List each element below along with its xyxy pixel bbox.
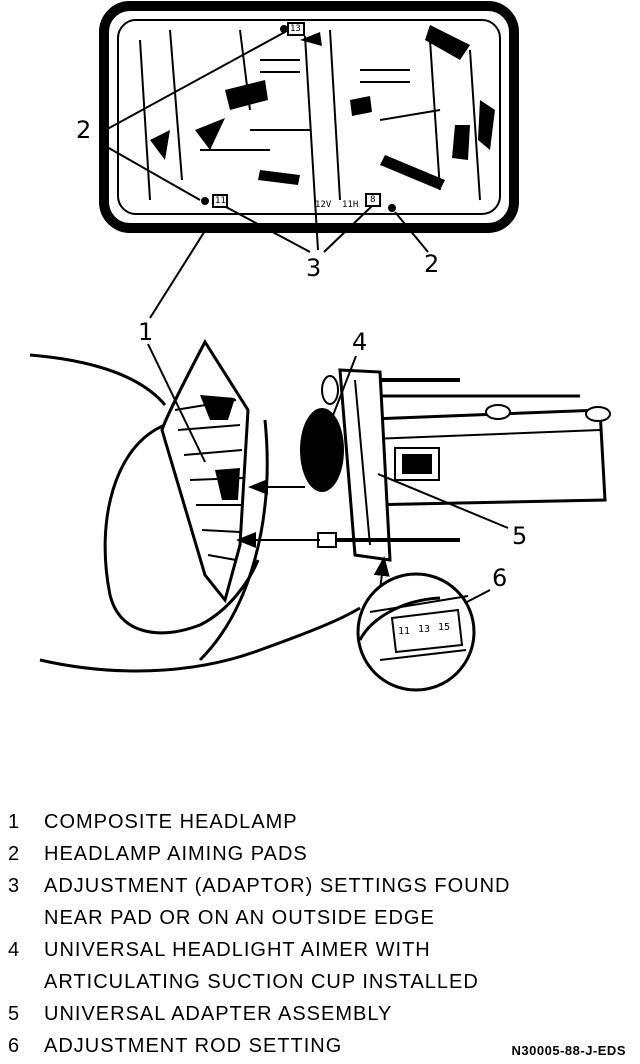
setting-label-b: 11H	[342, 200, 359, 210]
legend-number: 4	[8, 938, 21, 961]
right-pad-number: 8	[370, 195, 376, 205]
left-pad-number: 11	[215, 196, 226, 206]
setting-label-a: 12V	[315, 200, 332, 210]
callout-5: 5	[512, 522, 528, 550]
callout-6: 6	[492, 564, 508, 592]
legend-item: 1 COMPOSITE HEADLAMP	[8, 806, 568, 838]
car-fender	[29, 353, 361, 673]
legend-text: COMPOSITE HEADLAMP	[44, 810, 298, 833]
legend-text: ARTICULATING SUCTION CUP INSTALLED	[44, 970, 479, 993]
legend-number: 2	[8, 842, 21, 865]
headlamp-aiming-diagram: 13 11 8 12V 11H 11 13 15 2 2 3 1 4 5 6	[29, 1, 611, 692]
legend-item: 2 HEADLAMP AIMING PADS	[8, 838, 568, 870]
legend-item-continued: NEAR PAD OR ON AN OUTSIDE EDGE	[8, 902, 568, 934]
legend-number: 5	[8, 1002, 21, 1025]
legend-number: 6	[8, 1034, 21, 1057]
callout-3: 3	[306, 254, 322, 282]
legend-text: NEAR PAD OR ON AN OUTSIDE EDGE	[44, 906, 435, 929]
callout-leaders	[99, 31, 429, 319]
rod-scale-mark: 13	[418, 624, 431, 635]
callout-2-left: 2	[76, 116, 92, 144]
legend-text: ADJUSTMENT (ADAPTOR) SETTINGS FOUND	[44, 874, 511, 897]
universal-aimer	[300, 368, 611, 562]
legend-number: 3	[8, 874, 21, 897]
right-aiming-pad	[365, 193, 381, 207]
legend-text: HEADLAMP AIMING PADS	[44, 842, 308, 865]
callout-1: 1	[138, 318, 154, 346]
legend-text: UNIVERSAL HEADLIGHT AIMER WITH	[44, 938, 431, 961]
adapter-assembly	[338, 368, 392, 562]
figure-code: N30005-88-J-EDS	[511, 1043, 626, 1058]
diagram-drawing	[29, 1, 611, 692]
legend-number: 1	[8, 810, 21, 833]
top-pad-number: 13	[290, 24, 301, 34]
legend-item: 4 UNIVERSAL HEADLIGHT AIMER WITH	[8, 934, 568, 966]
legend-text: UNIVERSAL ADAPTER ASSEMBLY	[44, 1002, 393, 1025]
suction-cup	[300, 408, 344, 492]
callout-4: 4	[352, 328, 368, 356]
left-aiming-pad	[212, 194, 228, 208]
callout-2-right: 2	[424, 250, 440, 278]
rod-scale-mark: 11	[398, 626, 411, 637]
legend-item: 5 UNIVERSAL ADAPTER ASSEMBLY	[8, 998, 568, 1030]
legend: 1 COMPOSITE HEADLAMP 2 HEADLAMP AIMING P…	[8, 806, 568, 1062]
rod-scale-mark: 15	[438, 622, 451, 633]
legend-item: 3 ADJUSTMENT (ADAPTOR) SETTINGS FOUND	[8, 870, 568, 902]
legend-item: 6 ADJUSTMENT ROD SETTING	[8, 1030, 568, 1062]
legend-item-continued: ARTICULATING SUCTION CUP INSTALLED	[8, 966, 568, 998]
legend-text: ADJUSTMENT ROD SETTING	[44, 1034, 343, 1057]
rod-setting-detail	[356, 572, 476, 692]
composite-headlamp	[160, 339, 250, 604]
